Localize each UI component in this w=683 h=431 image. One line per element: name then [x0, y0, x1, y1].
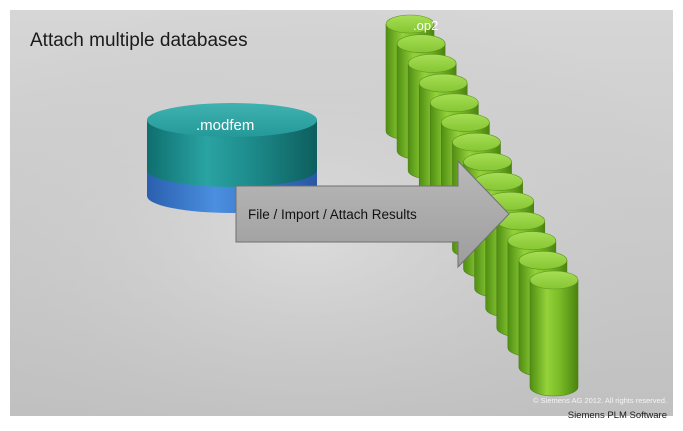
op2-cylinder-top	[452, 132, 501, 152]
op2-cylinder-top	[396, 34, 446, 53]
arrow-label: File / Import / Attach Results	[248, 207, 417, 222]
modfem-database-cylinder	[147, 103, 317, 213]
op2-cylinder-top	[529, 270, 579, 290]
op2-cylinder-top	[441, 113, 490, 132]
company-name: Siemens PLM Software	[567, 410, 667, 421]
op2-cylinder-top	[430, 93, 479, 113]
op2-cylinder-top	[463, 152, 512, 172]
op2-cylinder-top	[507, 231, 557, 250]
modfem-label: .modfem	[196, 117, 254, 134]
op2-cylinder-top	[385, 14, 435, 34]
attach-results-arrow	[235, 159, 510, 269]
copyright-notice: © Siemens AG 2012. All rights reserved.	[533, 396, 667, 405]
op2-cylinder-body	[529, 279, 579, 397]
modfem-teal-body	[147, 120, 317, 187]
op2-label: .op2	[413, 18, 438, 33]
op2-cylinder-top	[407, 54, 457, 73]
op2-cylinder	[529, 270, 579, 397]
op2-cylinder-top	[518, 251, 568, 270]
op2-cylinder-top	[418, 73, 468, 93]
slide-title: Attach multiple databases	[30, 30, 248, 51]
modfem-top-ellipse	[147, 103, 317, 137]
